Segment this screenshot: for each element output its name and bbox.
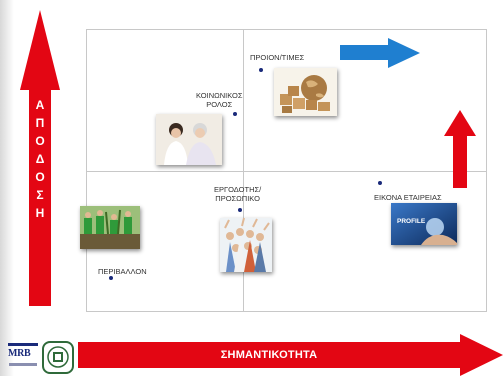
vertical-axis-arrow-shaft (29, 88, 51, 306)
vertical-axis-label: Α Π Ο Δ Ο Σ Η (29, 96, 51, 222)
blue-arrow-shaft (340, 45, 390, 60)
item-label-environment: ΠΕΡΙΒΑΛΛΟΝ (98, 267, 147, 276)
item-label-product: ΠΡΟΙΟΝ/ΤΙΜΕΣ (250, 53, 305, 62)
vertical-axis-letter: Η (35, 206, 45, 220)
vertical-axis-letter: Π (35, 116, 45, 130)
caregiver-elderly-illustration (156, 114, 222, 165)
item-label-line: ΠΡΟΣΩΠΙΚΟ (215, 194, 260, 203)
profile-hand-illustration (391, 203, 457, 245)
profile-text: PROFILE (397, 218, 426, 225)
red-up-arrowhead (444, 110, 476, 136)
horizontal-axis-arrow: ΣΗΜΑΝΤΙΚΟΤΗΤΑ (78, 334, 503, 376)
blue-right-arrow (340, 38, 420, 68)
vertical-axis-letter: Δ (35, 152, 45, 166)
environment-photo (80, 206, 140, 249)
horizontal-axis-arrowhead (460, 334, 503, 376)
vertical-axis-letter: Σ (36, 188, 44, 202)
vertical-axis-letter: Α (35, 98, 45, 112)
quadrant-horizontal-divider (86, 171, 487, 172)
item-marker-company-image (378, 181, 382, 185)
seal-logo (42, 341, 74, 374)
item-label-social-role: ΚΟΙΝΩΝΙΚΟΣ ΡΟΛΟΣ (196, 91, 242, 109)
item-label-line: ΕΡΓΟΔΟΤΗΣ/ (214, 185, 262, 194)
blue-arrowhead (388, 38, 420, 68)
tree-planting-illustration (80, 206, 140, 249)
item-marker-environment (109, 276, 113, 280)
social-role-photo (156, 114, 222, 165)
mrb-logo-text: MRB (8, 348, 31, 359)
item-marker-employer (238, 208, 242, 212)
item-marker-social-role (233, 112, 237, 116)
seal-emblem-icon (42, 341, 74, 374)
red-up-arrow (444, 110, 476, 188)
vertical-axis-letter: Ο (35, 134, 45, 148)
product-photo (274, 68, 337, 116)
quadrant-frame (86, 29, 487, 312)
vertical-axis-arrowhead (20, 10, 60, 90)
boxes-globe-illustration (274, 68, 337, 116)
item-label-line: ΚΟΙΝΩΝΙΚΟΣ (196, 91, 243, 100)
red-up-arrow-shaft (453, 135, 467, 188)
vertical-axis-arrow (20, 10, 60, 306)
employer-photo (220, 218, 272, 272)
mrb-logo: MRB (8, 343, 38, 371)
quadrant-vertical-divider (243, 29, 244, 312)
company-image-photo: PROFILE (391, 203, 457, 245)
left-edge-shadow (0, 0, 14, 376)
item-label-employer: ΕΡΓΟΔΟΤΗΣ/ ΠΡΟΣΩΠΙΚΟ (214, 185, 261, 203)
mrb-logo-bar (8, 343, 38, 346)
item-marker-product (259, 68, 263, 72)
item-label-company-image: ΕΙΚΟΝΑ ΕΤΑΙΡΕΙΑΣ (374, 193, 442, 202)
vertical-axis-letter: Ο (35, 170, 45, 184)
cheering-group-illustration (220, 218, 272, 272)
horizontal-axis-arrow-shaft (78, 342, 460, 368)
item-label-line: ΡΟΛΟΣ (206, 100, 233, 109)
horizontal-axis-label: ΣΗΜΑΝΤΙΚΟΤΗΤΑ (220, 349, 318, 361)
mrb-logo-subline (9, 363, 37, 366)
